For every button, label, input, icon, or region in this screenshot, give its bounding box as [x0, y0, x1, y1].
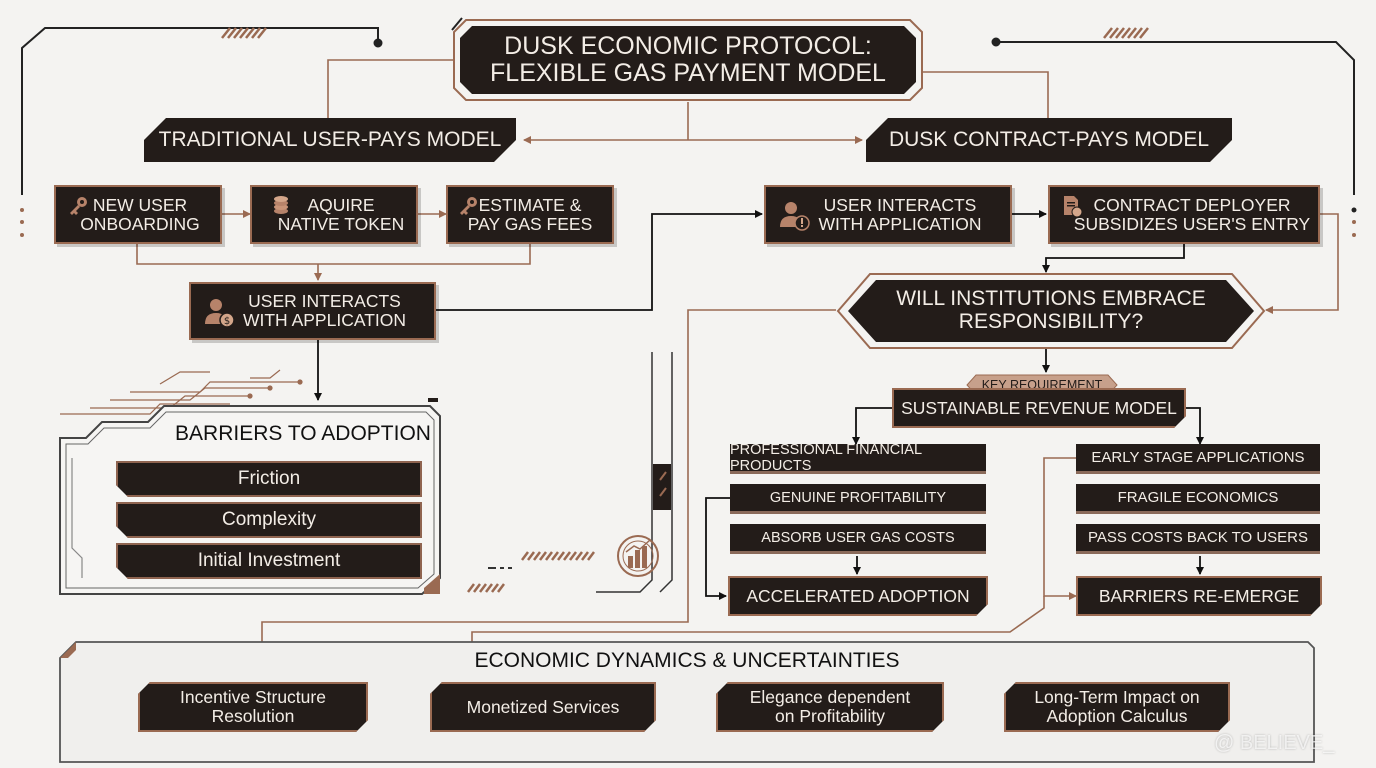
dynamics-title: ECONOMIC DYNAMICS & UNCERTAINTIES [474, 649, 900, 672]
sustainable-revenue-model: SUSTAINABLE REVENUE MODEL [892, 388, 1186, 428]
dynamics-monetized-services: Monetized Services [430, 682, 656, 732]
branch-professional-financial-products: PROFESSIONAL FINANCIAL PRODUCTS [730, 442, 986, 474]
dynamics-long-term-impact: Long-Term Impact on Adoption Calculus [1004, 682, 1230, 732]
contract-model-label: DUSK CONTRACT-PAYS MODEL [888, 128, 1210, 151]
dynamics-item-line1: Elegance dependent [749, 687, 911, 708]
contract-model-header: DUSK CONTRACT-PAYS MODEL [866, 118, 1232, 162]
right-user-interacts: USER INTERACTS WITH APPLICATION [764, 185, 1012, 244]
key-icon [70, 197, 87, 215]
step-label-line1: ESTIMATE & [478, 194, 582, 215]
watermark: @ BELIEVE_ [1214, 732, 1335, 754]
step-new-user-onboarding: NEW USER ONBOARDING [54, 185, 222, 244]
dynamics-item-line1: Incentive Structure [180, 687, 326, 708]
traditional-model-header: TRADITIONAL USER-PAYS MODEL [144, 118, 516, 162]
step-label-line2: NATIVE TOKEN [277, 213, 405, 234]
interacts-label-line1: USER INTERACTS [823, 194, 977, 215]
document-coin-icon [1064, 196, 1083, 218]
left-to-barriers [314, 210, 763, 401]
barrier-complexity: Complexity [116, 502, 422, 538]
top-left-circuit [20, 17, 463, 237]
barriers-panel: BARRIERS TO ADOPTION Friction Complexity… [58, 398, 442, 596]
user-alert-icon [780, 202, 810, 231]
step-acquire-native-token: AQUIRE NATIVE TOKEN [250, 185, 418, 244]
outcome-accelerated-adoption: ACCELERATED ADOPTION [728, 576, 988, 616]
right-return [261, 213, 1339, 642]
outcome-barriers-re-emerge: BARRIERS RE-EMERGE [1076, 576, 1322, 616]
panel-circuit-traces [60, 369, 303, 415]
key-icon [460, 197, 477, 215]
dynamics-item-line1: Monetized Services [466, 696, 620, 717]
deployer-label-line2: SUBSIDIZES USER'S ENTRY [1073, 213, 1311, 234]
dynamics-frame [59, 641, 1315, 763]
svg-text:$: $ [224, 316, 230, 327]
contract-deployer-subsidizes: CONTRACT DEPLOYER SUBSIDIZES USER'S ENTR… [1048, 185, 1320, 244]
step-estimate-pay-gas: ESTIMATE & PAY GAS FEES [446, 185, 614, 244]
traditional-model-label: TRADITIONAL USER-PAYS MODEL [158, 128, 502, 151]
left-user-interacts: $ USER INTERACTS WITH APPLICATION [189, 282, 436, 340]
step-label-line2: ONBOARDING [80, 213, 200, 234]
title-frame [453, 19, 923, 101]
barrier-initial-investment: Initial Investment [116, 543, 422, 579]
title-branches [327, 59, 1049, 144]
branch-early-stage-applications: EARLY STAGE APPLICATIONS [1076, 444, 1320, 474]
institutions-question: WILL INSTITUTIONS EMBRACE RESPONSIBILITY… [836, 272, 1266, 350]
dynamics-item-line2: Adoption Calculus [1046, 706, 1188, 726]
center-bracket-decor [488, 352, 673, 593]
branch-fragile-economics: FRAGILE ECONOMICS [1076, 484, 1320, 514]
question-line1: WILL INSTITUTIONS EMBRACE [896, 287, 1206, 311]
title-line2: FLEXIBLE GAS PAYMENT MODEL [490, 59, 886, 87]
branch-pass-costs-back: PASS COSTS BACK TO USERS [1076, 524, 1320, 554]
barrier-friction: Friction [116, 461, 422, 497]
dynamics-item-line2: Resolution [211, 706, 295, 726]
question-frame [836, 273, 1266, 349]
question-line2: RESPONSIBILITY? [958, 310, 1144, 333]
deployer-label-line1: CONTRACT DEPLOYER [1093, 194, 1291, 215]
left-flow [136, 210, 531, 281]
right-flow [705, 210, 1204, 600]
interacts-label-line2: WITH APPLICATION [818, 213, 982, 234]
step-label-line2: PAY GAS FEES [467, 213, 593, 234]
hatch-decor [221, 27, 1149, 593]
step-label-line1: NEW USER [92, 194, 188, 215]
user-coin-icon: $ [205, 299, 235, 328]
economic-dynamics-panel: ECONOMIC DYNAMICS & UNCERTAINTIES [58, 640, 1316, 764]
bar-chart-icon [617, 535, 659, 577]
dynamics-item-line1: Long-Term Impact on [1034, 687, 1200, 708]
coins-icon [274, 196, 288, 214]
branch-genuine-profitability: GENUINE PROFITABILITY [730, 484, 986, 514]
top-right-circuit [991, 37, 1357, 237]
interacts-label-line2: WITH APPLICATION [242, 310, 407, 330]
title-box: DUSK ECONOMIC PROTOCOL: FLEXIBLE GAS PAY… [452, 18, 924, 102]
dynamics-item-line2: on Profitability [775, 706, 885, 726]
branch-absorb-user-gas-costs: ABSORB USER GAS COSTS [730, 524, 986, 554]
title-line1: DUSK ECONOMIC PROTOCOL: [504, 32, 872, 60]
interacts-label-line1: USER INTERACTS [248, 291, 401, 312]
barriers-title: BARRIERS TO ADOPTION [175, 422, 431, 445]
step-label-line1: AQUIRE [307, 194, 375, 215]
dynamics-incentive-structure: Incentive Structure Resolution [138, 682, 368, 732]
dynamics-elegance-dependent: Elegance dependent on Profitability [716, 682, 944, 732]
